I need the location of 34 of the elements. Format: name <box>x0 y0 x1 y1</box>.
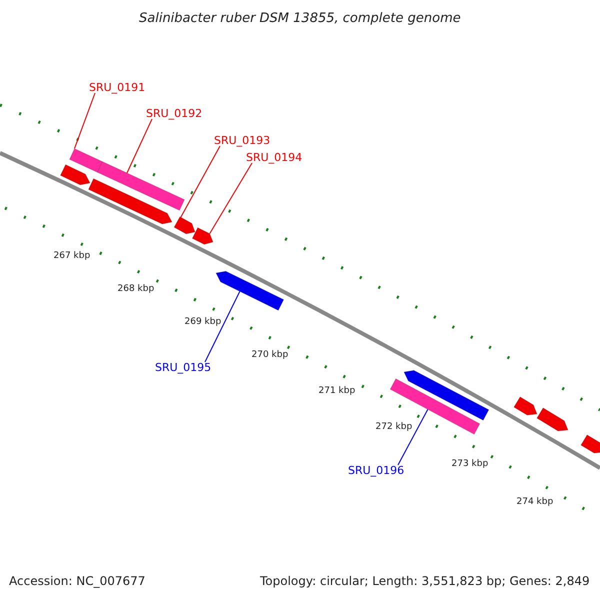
gene-label: SRU_0191 <box>89 82 146 92</box>
position-label: 267 kbp <box>54 252 90 260</box>
gene-block <box>215 270 284 311</box>
diagram-title: Salinibacter ruber DSM 13855, complete genome <box>139 12 461 24</box>
leader-line <box>204 290 240 362</box>
gene-label: SRU_0192 <box>146 108 202 118</box>
gene-block <box>88 178 173 224</box>
info-text: Accession: NC_007677 <box>9 575 146 587</box>
position-label: 269 kbp <box>184 318 222 326</box>
leader-line <box>74 92 96 150</box>
gene-bar <box>96 161 186 211</box>
position-label: 274 kbp <box>516 498 554 506</box>
gene-label: SRU_0194 <box>246 152 302 162</box>
position-label: 271 kbp <box>318 386 356 396</box>
leader-line <box>209 162 252 234</box>
leader-line <box>398 408 428 466</box>
gene-block <box>403 370 490 421</box>
gene-block <box>580 434 600 454</box>
gene-bar <box>68 148 104 173</box>
gene-label: SRU_0193 <box>214 134 270 146</box>
info-text: Topology: circular; Length: 3,551,823 bp; Genes: 2,849 <box>260 575 590 587</box>
leader-line <box>180 146 220 218</box>
position-label: 273 kbp <box>452 460 488 468</box>
position-label: 268 kbp <box>118 284 154 294</box>
gene-block <box>536 407 569 432</box>
gene-label: SRU_0196 <box>348 464 404 476</box>
position-label: 272 kbp <box>376 422 412 432</box>
gene-block <box>513 396 538 416</box>
gene-block <box>60 164 91 186</box>
position-label: 270 kbp <box>252 350 288 360</box>
gene-block <box>174 216 196 234</box>
gene-label: SRU_0195 <box>155 362 212 372</box>
leader-line <box>126 118 152 174</box>
gene-block <box>192 227 214 245</box>
